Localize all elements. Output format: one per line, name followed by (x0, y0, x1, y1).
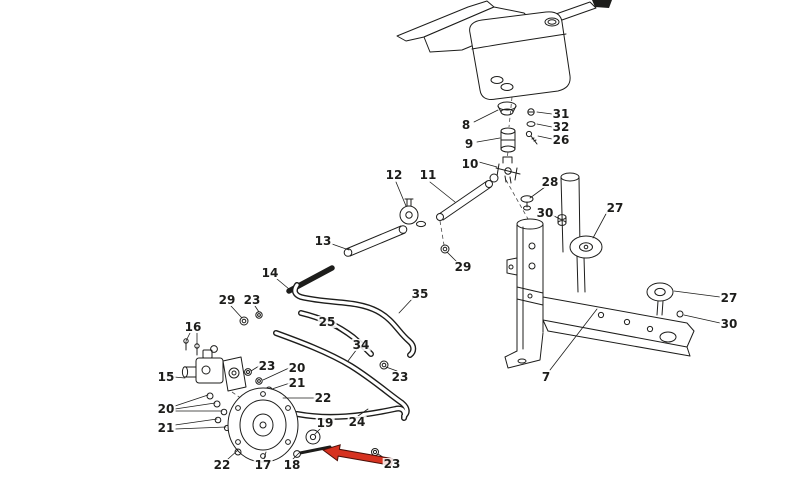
leader-lines (173, 109, 721, 460)
nut-29-left (239, 316, 249, 326)
fuel-tank (469, 11, 571, 100)
ball-joint-12 (399, 198, 426, 228)
bolt-18 (293, 445, 332, 458)
frame-channel (504, 218, 544, 369)
washer-23 (255, 311, 263, 319)
rod-13 (343, 225, 408, 257)
frame-bolt (676, 310, 684, 318)
spacer-sleeve-9 (500, 127, 516, 153)
cap-28 (520, 195, 534, 211)
fasteners-31-32-26 (525, 108, 538, 145)
rod-11 (436, 173, 499, 221)
round-bushing-upper (569, 235, 603, 259)
cover-disc-19 (305, 429, 321, 445)
nut-23-upper (379, 360, 389, 370)
universal-joint-10 (495, 156, 521, 184)
link-34 (273, 330, 410, 419)
gearbox-assembly (181, 338, 283, 432)
flanged-bushing-8 (497, 101, 517, 116)
nut-29-right (440, 244, 450, 254)
frame-beam (542, 296, 695, 357)
steering-support-tube (560, 172, 586, 293)
washer-22 (234, 448, 242, 456)
construction-lines (231, 96, 529, 407)
sector-plate (227, 387, 299, 463)
drag-link-parts (239, 173, 499, 326)
frame-assembly (504, 172, 695, 369)
steering-column-parts (495, 101, 567, 226)
round-bushing-lower (646, 282, 674, 316)
sector-plate-assembly (227, 387, 332, 463)
nut-23-lower (371, 448, 379, 456)
cropped-shape (592, 0, 612, 8)
highlight-arrow (321, 444, 394, 466)
